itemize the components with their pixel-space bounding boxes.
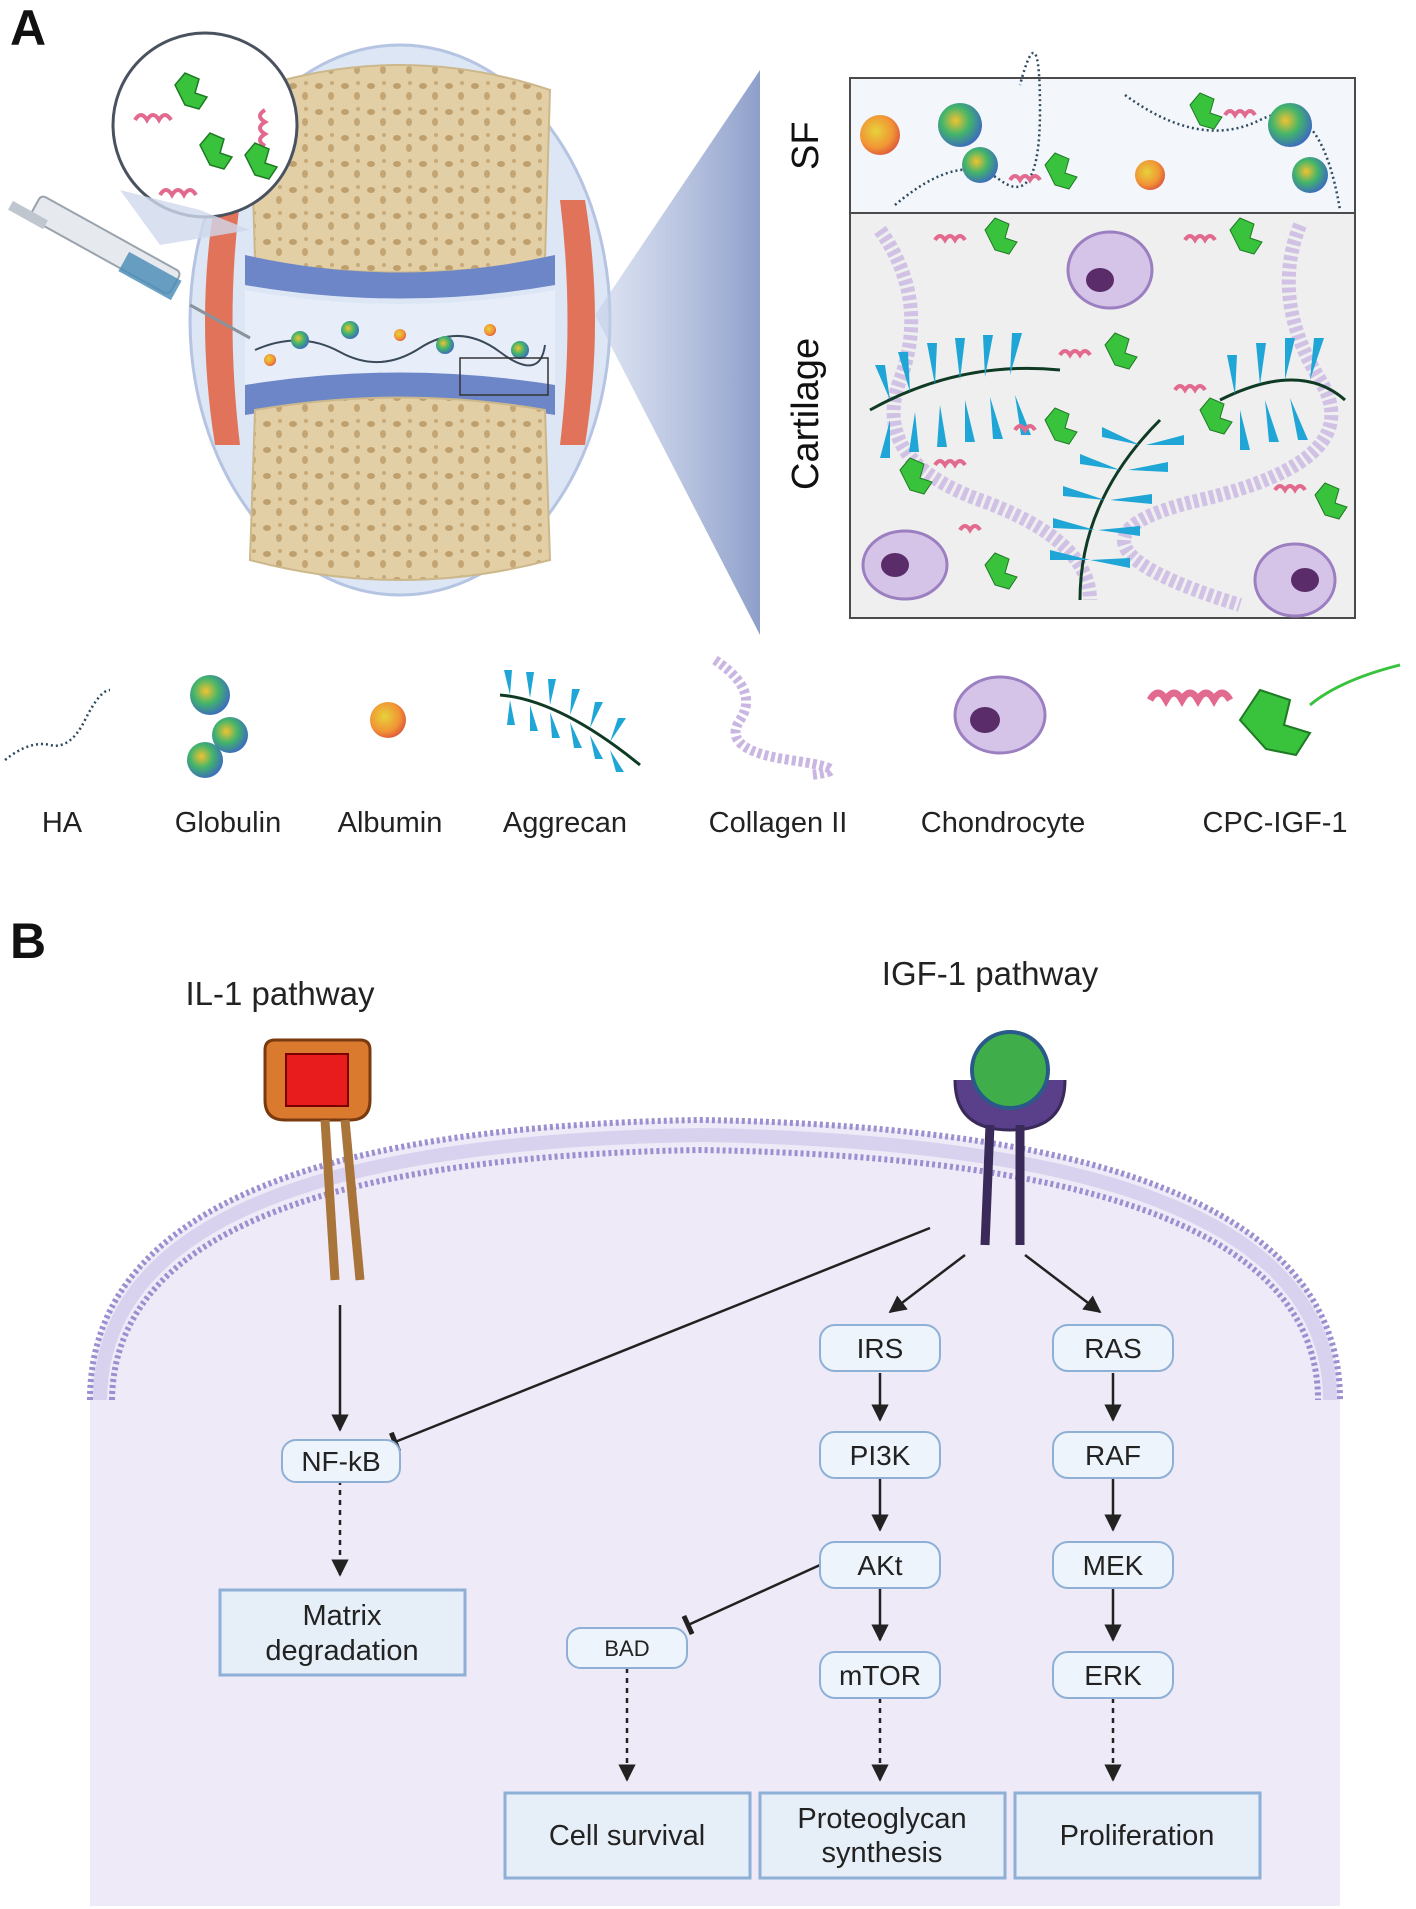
- legend-icons: [4, 655, 1401, 780]
- outcome-cell-survival-label: Cell survival: [549, 1820, 705, 1852]
- cartilage-label: Cartilage: [785, 338, 827, 490]
- cartilage-box: [849, 212, 1356, 619]
- bubble-zoom-cone: [120, 190, 250, 245]
- node-mtor-label: mTOR: [839, 1660, 921, 1691]
- outcome-proliferation-label: Proliferation: [1060, 1820, 1215, 1852]
- node-akt-label: AKt: [857, 1550, 902, 1581]
- node-akt: AKt: [819, 1541, 941, 1589]
- outcome-matrix-line1: Matrix: [303, 1600, 382, 1632]
- outcome-matrix-degradation: Matrix degradation: [218, 1588, 467, 1677]
- node-irs: IRS: [819, 1324, 941, 1372]
- synovial-fluid-box: [849, 51, 1356, 214]
- legend-label-globulin: Globulin: [175, 807, 281, 839]
- chondrocyte-icon: [953, 675, 1047, 755]
- outcome-matrix-line2: degradation: [265, 1635, 418, 1667]
- aggrecan-icon: [499, 670, 641, 772]
- legend-label-ha: HA: [42, 807, 83, 839]
- node-mek-label: MEK: [1083, 1550, 1144, 1581]
- node-nfkb: NF-kB: [281, 1439, 401, 1483]
- node-raf: RAF: [1052, 1431, 1174, 1479]
- outcome-proteoglycan-line1: Proteoglycan: [797, 1803, 966, 1835]
- cpc-igf1-magnified-bubble: [111, 31, 299, 219]
- il1-receptor-icon: [263, 1038, 372, 1281]
- node-ras: RAS: [1052, 1324, 1174, 1372]
- cell-membrane: [87, 1116, 1343, 1906]
- albumin-icon: [370, 702, 406, 738]
- outcome-cell-survival: Cell survival: [503, 1791, 752, 1880]
- panel-b-label: B: [10, 913, 46, 969]
- collagen-ii-icon: [712, 655, 836, 780]
- sf-label: SF: [785, 121, 827, 170]
- panel-a-label: A: [10, 0, 46, 56]
- legend-label-aggrecan: Aggrecan: [503, 807, 627, 839]
- knee-joint-illustration: [188, 43, 612, 597]
- node-mek: MEK: [1052, 1541, 1174, 1589]
- outcome-proteoglycan-synthesis: Proteoglycan synthesis: [758, 1791, 1007, 1880]
- node-ras-label: RAS: [1084, 1333, 1142, 1364]
- node-raf-label: RAF: [1085, 1440, 1141, 1471]
- legend-label-cpc-igf1: CPC-IGF-1: [1203, 807, 1348, 839]
- node-bad: BAD: [566, 1627, 688, 1669]
- igf1-receptor-icon: [953, 1030, 1067, 1246]
- legend-label-albumin: Albumin: [338, 807, 443, 839]
- cpc-igf1-icon: [1146, 663, 1401, 757]
- node-erk-label: ERK: [1084, 1660, 1142, 1691]
- globulin-icon: [187, 675, 248, 778]
- node-irs-label: IRS: [857, 1333, 904, 1364]
- pathway-edges: [331, 1226, 1122, 1782]
- ha-icon: [4, 688, 111, 761]
- node-pi3k: PI3K: [819, 1431, 941, 1479]
- outcome-proteoglycan-line2: synthesis: [822, 1837, 943, 1869]
- legend-label-chondrocyte: Chondrocyte: [921, 807, 1085, 839]
- node-bad-label: BAD: [604, 1636, 649, 1661]
- outcome-proliferation: Proliferation: [1013, 1791, 1262, 1880]
- node-pi3k-label: PI3K: [850, 1440, 911, 1471]
- node-nfkb-label: NF-kB: [301, 1446, 380, 1477]
- node-mtor: mTOR: [819, 1651, 941, 1699]
- igf1-pathway-title: IGF-1 pathway: [882, 955, 1099, 992]
- legend-label-collagen-ii: Collagen II: [709, 807, 848, 839]
- node-erk: ERK: [1052, 1651, 1174, 1699]
- zoom-cone: [595, 70, 760, 635]
- il1-pathway-title: IL-1 pathway: [186, 975, 375, 1012]
- syringe-icon: [8, 195, 251, 340]
